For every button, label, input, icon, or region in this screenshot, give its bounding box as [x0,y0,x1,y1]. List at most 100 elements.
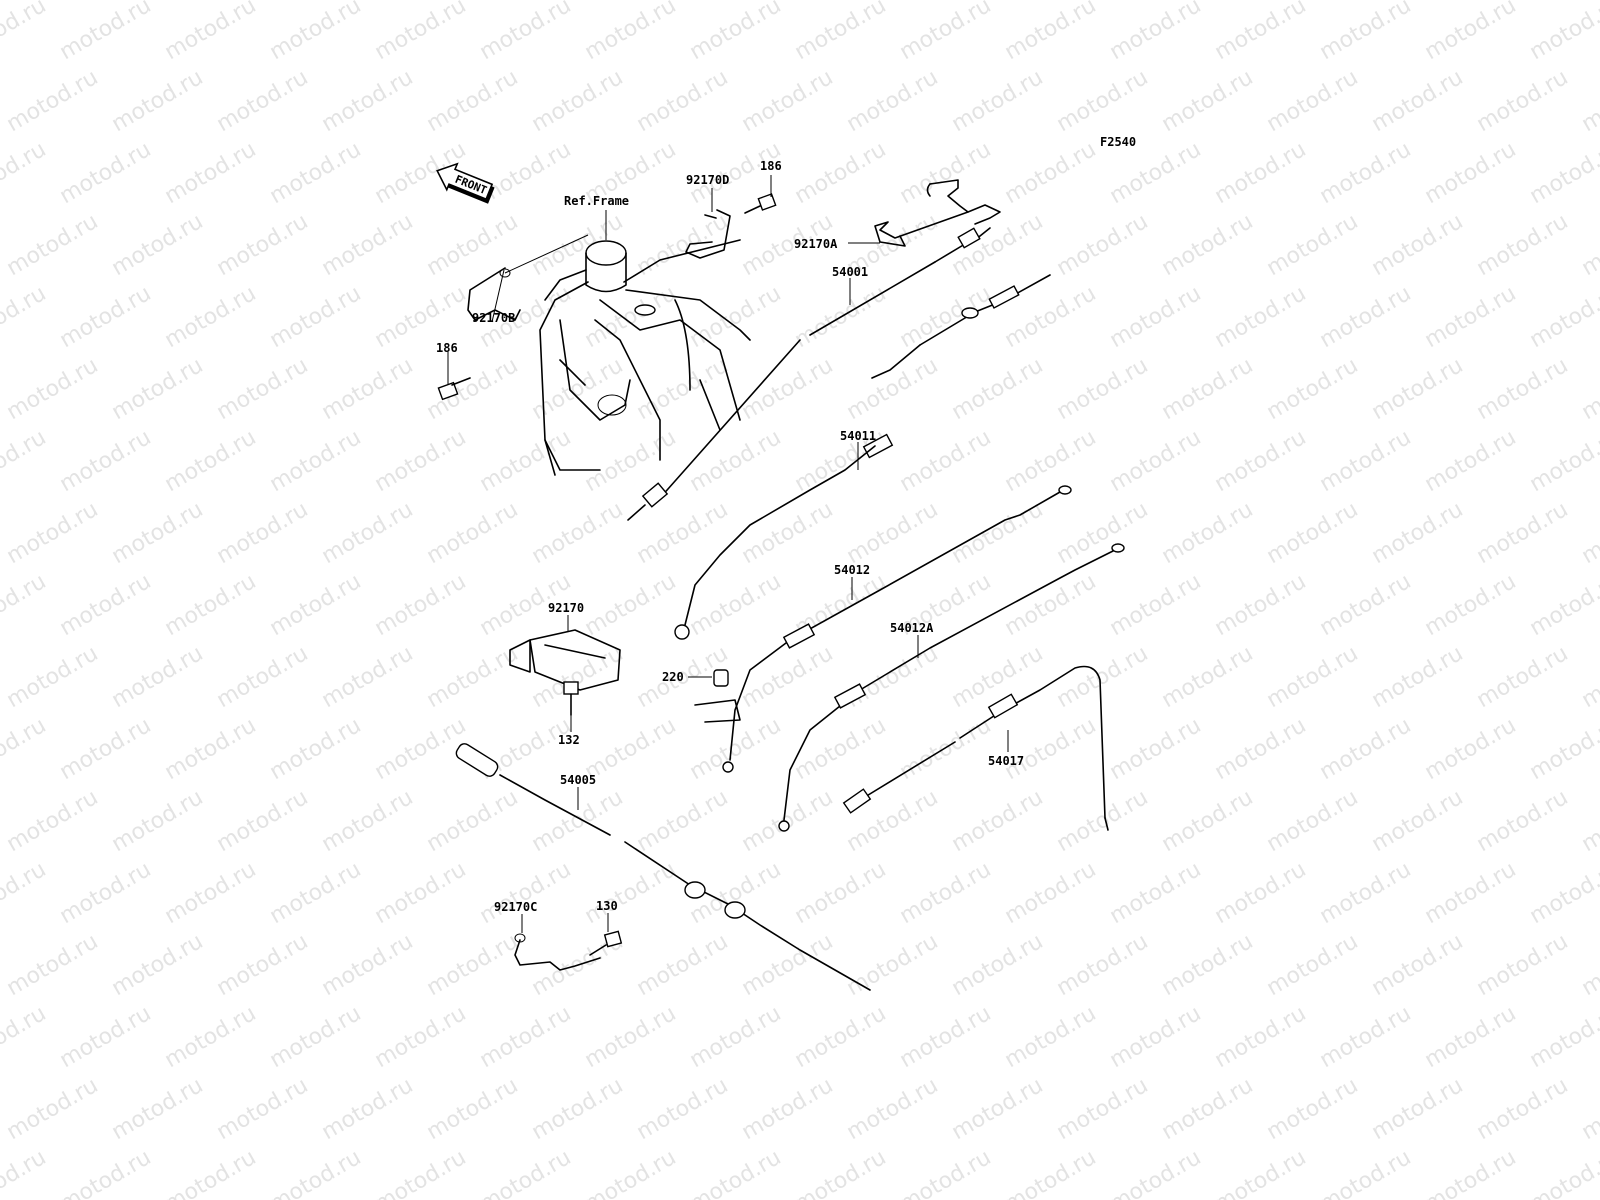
watermark-text: motod.ru [528,785,628,857]
watermark-text: motod.ru [581,1145,681,1200]
watermark-text: motod.ru [56,0,156,65]
watermark-text: motod.ru [476,425,576,497]
watermark-text: motod.ru [1316,569,1416,641]
watermark-text: motod.ru [581,281,681,353]
cable-54017 [842,665,1109,831]
watermark-text: motod.ru [528,497,628,569]
watermark-text: motod.ru [738,497,838,569]
label-92170: 92170 [548,601,584,615]
watermark-text: motod.ru [1473,641,1573,713]
watermark-text: motod.ru [3,209,103,281]
watermark-text: motod.ru [791,0,891,65]
watermark-text: motod.ru [0,1145,50,1200]
watermark-text: motod.ru [1263,353,1363,425]
bolt-132 [563,681,579,716]
watermark-text: motod.ru [791,857,891,929]
bolt-130 [589,930,623,956]
watermark-text: motod.ru [318,209,418,281]
watermark-text: motod.ru [1158,1073,1258,1145]
watermark-text: motod.ru [528,1073,628,1145]
watermark-text: motod.ru [3,65,103,137]
frame-illustration [539,239,751,476]
watermark-text: motod.ru [3,353,103,425]
watermark-text: motod.ru [686,1145,786,1200]
bracket-92170 [509,629,621,691]
watermark-text: motod.ru [686,1001,786,1073]
clamp-92170B [467,234,589,321]
watermark-text: motod.ru [1473,209,1573,281]
label-54001: 54001 [832,265,868,279]
watermark-text: motod.ru [476,1145,576,1200]
watermark-text: motod.ru [371,1001,471,1073]
watermark-text: motod.ru [213,641,313,713]
watermark-text: motod.ru [1578,353,1600,425]
watermark-text: motod.ru [581,1001,681,1073]
watermark-text: motod.ru [56,1001,156,1073]
watermark-text: motod.ru [423,641,523,713]
watermark-text: motod.ru [0,425,50,497]
watermark-text: motod.ru [0,0,50,65]
watermark-text: motod.ru [318,929,418,1001]
label-132: 132 [558,733,580,747]
watermark-text: motod.ru [1263,641,1363,713]
watermark-text: motod.ru [1001,1001,1101,1073]
watermark-text: motod.ru [318,497,418,569]
watermark-text: motod.ru [266,713,366,785]
watermark-text: motod.ru [318,65,418,137]
watermark-text: motod.ru [213,785,313,857]
figure-code: F2540 [1100,135,1136,149]
watermark-text: motod.ru [108,497,208,569]
watermark-text: motod.ru [161,713,261,785]
watermark-text: motod.ru [1158,353,1258,425]
watermark-text: motod.ru [843,65,943,137]
watermark-text: motod.ru [1316,857,1416,929]
watermark-text: motod.ru [1421,857,1521,929]
watermark-text: motod.ru [948,353,1048,425]
watermark-text: motod.ru [1053,641,1153,713]
watermark-text: motod.ru [423,497,523,569]
watermark-text: motod.ru [1053,353,1153,425]
watermark-text: motod.ru [1316,713,1416,785]
watermark-text: motod.ru [948,65,1048,137]
watermark-text: motod.ru [1106,1145,1206,1200]
label-54005: 54005 [560,773,596,787]
watermark-text: motod.ru [1053,1073,1153,1145]
watermark-text: motod.ru [686,713,786,785]
cable-54011 [674,274,1051,640]
watermark-text: motod.ru [1106,1001,1206,1073]
watermark-text: motod.ru [266,1145,366,1200]
watermark-text: motod.ru [1578,65,1600,137]
watermark-text: motod.ru [1106,0,1206,65]
label-54011: 54011 [840,429,876,443]
watermark-text: motod.ru [1211,1001,1311,1073]
watermark-text: motod.ru [56,281,156,353]
watermark-text: motod.ru [1053,497,1153,569]
watermark-text: motod.ru [1526,569,1600,641]
watermark-text: motod.ru [1001,857,1101,929]
watermark-text: motod.ru [161,1001,261,1073]
watermark-text: motod.ru [633,65,733,137]
watermark-text: motod.ru [1263,785,1363,857]
watermark-text: motod.ru [528,65,628,137]
label-ref-frame: Ref.Frame [564,194,629,208]
cable-54012A [778,543,1125,832]
watermark-text: motod.ru [213,497,313,569]
watermark-text: motod.ru [213,65,313,137]
watermark-text: motod.ru [56,713,156,785]
watermark-text: motod.ru [1526,857,1600,929]
watermark-text: motod.ru [1053,929,1153,1001]
watermark-text: motod.ru [843,497,943,569]
watermark-text: motod.ru [1473,497,1573,569]
watermark-text: motod.ru [476,137,576,209]
watermark-text: motod.ru [1158,641,1258,713]
watermark-text: motod.ru [371,569,471,641]
watermark-text: motod.ru [56,137,156,209]
label-92170C: 92170C [494,900,537,914]
watermark-text: motod.ru [633,785,733,857]
watermark-text: motod.ru [1158,497,1258,569]
watermark-text: motod.ru [738,929,838,1001]
watermark-text: motod.ru [948,1073,1048,1145]
watermark-text: motod.ru [161,569,261,641]
watermark-text: motod.ru [1053,65,1153,137]
watermark-text: motod.ru [161,0,261,65]
